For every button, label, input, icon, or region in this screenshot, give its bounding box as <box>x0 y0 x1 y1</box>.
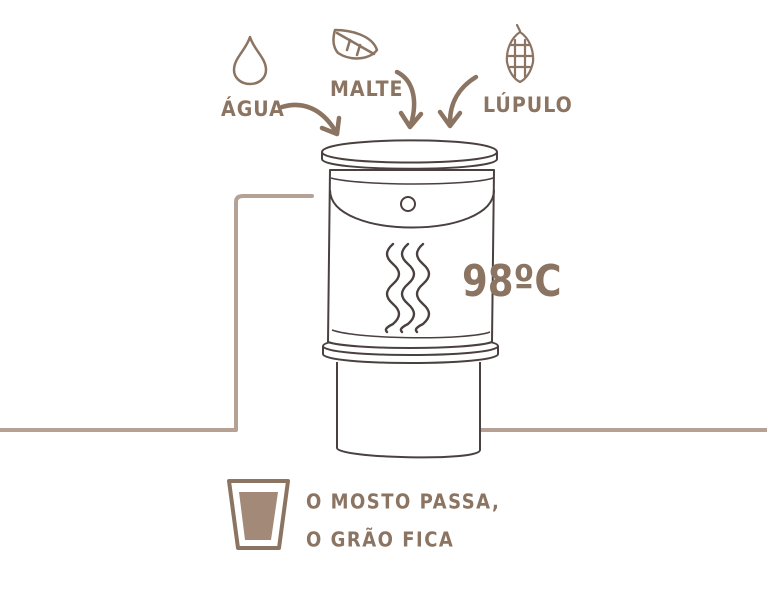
machine-body <box>327 169 495 349</box>
hop-cone-icon <box>505 23 535 84</box>
arrow-malte <box>394 69 424 130</box>
caption-line-1: O MOSTO PASSA, <box>306 490 501 515</box>
arrow-lupulo <box>437 74 479 129</box>
label-malte: MALTE <box>330 77 404 102</box>
inlet-pipe <box>0 194 314 432</box>
heat-waves-icon <box>384 242 431 334</box>
label-lupulo: LÚPULO <box>483 93 573 118</box>
brewing-machine <box>321 139 499 459</box>
caption: O MOSTO PASSA, O GRÃO FICA <box>306 484 500 560</box>
temperature-label: 98ºC <box>462 256 562 307</box>
caption-line-2: O GRÃO FICA <box>306 528 455 553</box>
machine-knob <box>400 196 416 212</box>
malt-leaf-icon <box>332 28 379 60</box>
machine-base <box>336 362 481 459</box>
cup-icon <box>227 479 290 550</box>
arrow-agua <box>279 102 342 137</box>
machine-upper-band <box>329 189 495 229</box>
label-agua: ÁGUA <box>221 97 285 122</box>
water-drop-icon <box>232 35 268 86</box>
machine-lid <box>321 139 498 170</box>
